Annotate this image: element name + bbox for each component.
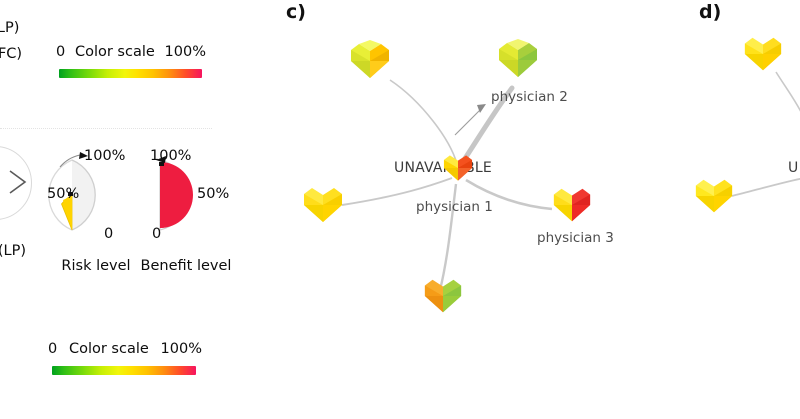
legend-bottom-gradient-bar	[52, 366, 196, 375]
left-truncated-label-1: ts(LP)	[0, 20, 20, 36]
panel-d-edges	[731, 71, 800, 197]
gauge-risk	[48, 150, 130, 242]
annotation-arrow-head-icon	[477, 104, 486, 113]
gauge-benefit-caption: Benefit level	[140, 258, 232, 274]
edge-d-bottom	[731, 177, 800, 197]
node-label-physician-2: physician 2	[491, 89, 568, 105]
node-left[interactable]	[300, 184, 346, 226]
gauge-benefit-tick-0: 0	[152, 226, 162, 242]
edge-to-physician-3	[465, 178, 553, 211]
edge-to-node-top-left	[389, 79, 459, 169]
legend-bottom-max: 100%	[160, 341, 202, 357]
legend-bottom-title: Color scale	[68, 341, 149, 357]
gauge-risk-tick-50: 50%	[47, 186, 80, 202]
gauge-benefit-tick-100: 100%	[150, 148, 192, 164]
legend-bottom-min: 0	[48, 341, 58, 357]
panel-d-letter: d)	[699, 1, 722, 23]
section-divider	[0, 128, 212, 129]
node-top-left[interactable]	[347, 40, 393, 82]
node-d-bottom[interactable]	[692, 176, 736, 216]
chevron-right-icon	[8, 168, 28, 196]
node-physician-3[interactable]	[550, 185, 594, 225]
node-physician-2[interactable]	[495, 39, 541, 81]
gauge-risk-caption: Risk level	[61, 258, 131, 274]
gauge-risk-tick-100: 100%	[84, 148, 126, 164]
legend-top-min: 0	[56, 44, 66, 60]
gauge-benefit	[148, 150, 220, 242]
edge-to-node-bottom	[438, 183, 458, 291]
panel-d-center-status-truncated: U	[788, 160, 799, 176]
left-truncated-label-2: ity(FC)	[0, 46, 23, 62]
annotation-arrow-line	[454, 107, 483, 136]
left-truncated-label-3: ts (LP)	[0, 243, 26, 259]
legend-top-gradient-bar	[59, 69, 202, 78]
node-bottom[interactable]	[421, 276, 465, 316]
legend-top-max: 100%	[164, 44, 206, 60]
legend-color-scale-top: 0 Color scale 100%	[56, 44, 206, 78]
node-d-top[interactable]	[741, 34, 785, 74]
legend-top-title: Color scale	[74, 44, 155, 60]
edge-to-node-left	[341, 177, 453, 206]
gauge-risk-tick-0: 0	[104, 226, 114, 242]
gauge-benefit-tick-50: 50%	[197, 186, 230, 202]
legend-color-scale-bottom: 0 Color scale 100%	[48, 341, 202, 375]
node-label-physician-3: physician 3	[537, 230, 614, 246]
node-physician-1[interactable]	[441, 152, 475, 184]
node-label-physician-1: physician 1	[416, 199, 493, 215]
edge-d-top	[775, 71, 800, 112]
panel-c-letter: c)	[286, 1, 306, 23]
